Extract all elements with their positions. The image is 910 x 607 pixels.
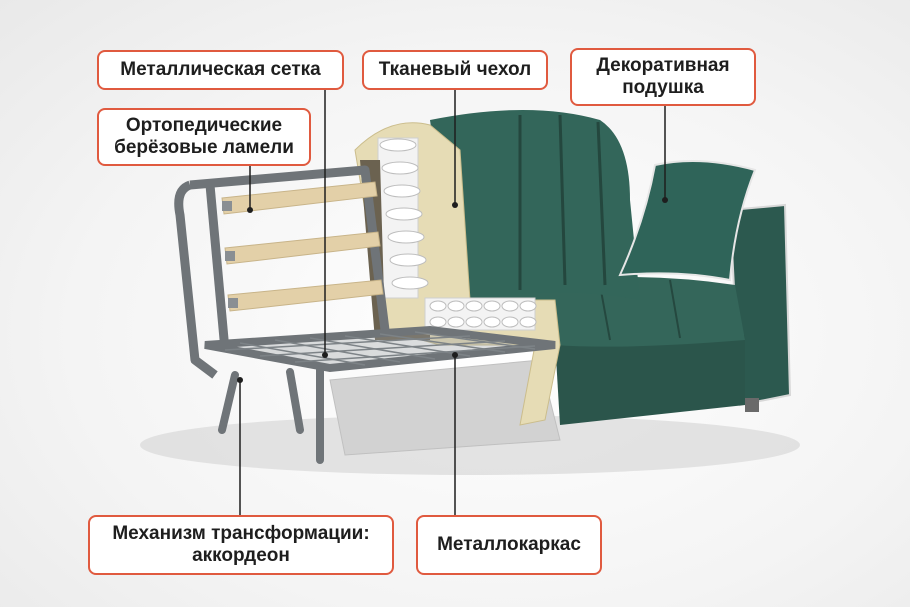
backrest [430, 110, 640, 300]
spring-block-back [377, 137, 429, 299]
label-fabric-cover: Тканевый чехол [362, 50, 548, 90]
label-metal-frame: Металлокаркас [416, 515, 602, 575]
sofa-base [555, 335, 745, 425]
callout-lines [239, 88, 666, 518]
lamellas [221, 181, 384, 312]
right-leg [745, 398, 759, 412]
label-transformation-mechanism: Механизм трансформации: аккордеон [88, 515, 394, 575]
metal-frame-back [174, 165, 390, 379]
seat-seam-2 [669, 279, 681, 339]
label-orthopedic-lamellas: Ортопедические берёзовые ламели [97, 108, 311, 166]
seat-frame [204, 325, 556, 373]
label-decorative-pillow: Декоративная подушка [570, 48, 756, 106]
storage-box [329, 359, 561, 456]
callout-dots [237, 197, 668, 383]
frame-legs [218, 366, 324, 464]
back-seam-3 [596, 121, 607, 286]
back-seam-2 [558, 114, 567, 286]
spring-block-seat [424, 297, 537, 331]
label-metal-mesh: Металлическая сетка [97, 50, 344, 90]
decorative-pillow-shape [618, 160, 757, 282]
